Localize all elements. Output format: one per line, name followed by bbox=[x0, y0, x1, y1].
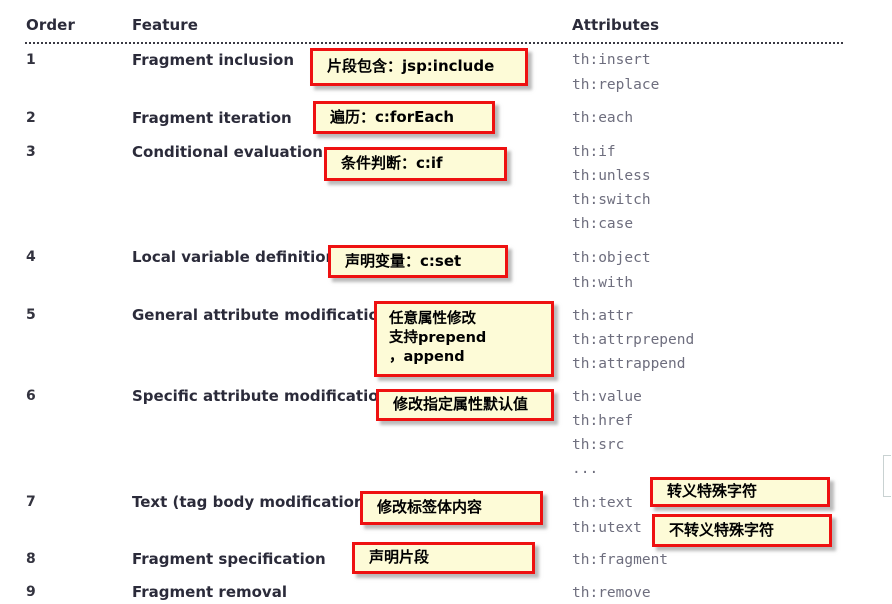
table-row-attribute: th:href bbox=[572, 413, 634, 429]
annotation-text: 不转义特殊字符 bbox=[669, 520, 775, 539]
table-row-order: 3 bbox=[26, 144, 36, 160]
annotation-text: 任意属性修改 bbox=[389, 311, 476, 327]
annotation-text: ，append bbox=[389, 349, 465, 366]
annotation-text: 修改标签体内容 bbox=[377, 498, 483, 517]
table-row-attribute: th:each bbox=[572, 110, 634, 126]
table-row-feature: Fragment specification bbox=[132, 550, 326, 568]
table-row-attribute: th:case bbox=[572, 216, 634, 232]
table-row-feature: Fragment removal bbox=[132, 583, 287, 601]
table-row-attribute: th:insert bbox=[572, 52, 651, 68]
annotation-specific-attribute: 修改指定属性默认值 bbox=[376, 389, 554, 421]
table-row-attribute: th:remove bbox=[572, 585, 651, 601]
table-row-attribute: th:object bbox=[572, 250, 651, 266]
annotation-text: 遍历：c:forEach bbox=[330, 107, 455, 126]
annotation-text: 转义特殊字符 bbox=[667, 482, 758, 501]
table-row-order: 6 bbox=[26, 388, 36, 404]
table-row-order: 7 bbox=[26, 494, 36, 510]
table-row-attribute: th:if bbox=[572, 144, 616, 160]
annotation-text: 条件判断：c:if bbox=[341, 154, 443, 173]
annotation-fragment-iteration: 遍历：c:forEach bbox=[313, 101, 495, 134]
annotation-text: 支持prepend bbox=[389, 330, 487, 347]
annotation-text: 声明片段 bbox=[369, 548, 430, 567]
table-row-attribute: th:utext bbox=[572, 520, 642, 536]
table-row-feature: Fragment iteration bbox=[132, 109, 292, 127]
annotation-fragment-inclusion: 片段包含：jsp:include bbox=[310, 48, 528, 86]
table-row-attribute: th:text bbox=[572, 495, 634, 511]
annotation-local-variable: 声明变量：c:set bbox=[328, 245, 508, 278]
header-divider bbox=[25, 41, 845, 44]
column-header-feature: Feature bbox=[132, 16, 199, 34]
table-row-attribute: th:with bbox=[572, 275, 634, 291]
table-row-attribute: ... bbox=[572, 461, 599, 477]
table-row-attribute: th:attr bbox=[572, 308, 634, 324]
table-row-attribute: th:replace bbox=[572, 77, 660, 93]
table-row-order: 8 bbox=[26, 551, 36, 567]
table-row-feature: General attribute modification bbox=[132, 306, 390, 324]
table-row-attribute: th:attrprepend bbox=[572, 332, 695, 348]
table-row-feature: Fragment inclusion bbox=[132, 51, 295, 69]
annotation-text: 修改指定属性默认值 bbox=[393, 395, 529, 414]
annotation-general-attribute: 任意属性修改 支持prepend ，append bbox=[374, 301, 554, 377]
table-row-order: 1 bbox=[26, 52, 36, 68]
annotation-text: 声明变量：c:set bbox=[345, 251, 462, 270]
annotation-unescape: 不转义特殊字符 bbox=[652, 514, 832, 547]
table-row-order: 9 bbox=[26, 584, 36, 600]
table-row-order: 2 bbox=[26, 110, 36, 126]
annotation-escape: 转义特殊字符 bbox=[650, 477, 830, 507]
table-row-attribute: th:fragment bbox=[572, 552, 669, 568]
table-row-feature: Conditional evaluation bbox=[132, 143, 323, 161]
annotation-fragment-spec: 声明片段 bbox=[352, 542, 535, 574]
column-header-order: Order bbox=[26, 16, 75, 34]
table-row-feature: Specific attribute modification bbox=[132, 387, 390, 405]
table-row-order: 5 bbox=[26, 307, 36, 323]
table-row-attribute: th:value bbox=[572, 389, 642, 405]
annotation-conditional: 条件判断：c:if bbox=[324, 147, 507, 181]
annotation-text-body: 修改标签体内容 bbox=[360, 491, 543, 525]
table-row-attribute: th:attrappend bbox=[572, 356, 686, 372]
table-row-attribute: th:unless bbox=[572, 168, 651, 184]
table-row-order: 4 bbox=[26, 249, 36, 265]
table-row-feature: Local variable definition bbox=[132, 248, 337, 266]
column-header-attributes: Attributes bbox=[572, 16, 660, 34]
table-row-attribute: th:src bbox=[572, 437, 625, 453]
table-row-attribute: th:switch bbox=[572, 192, 651, 208]
annotation-text: 片段包含：jsp:include bbox=[327, 57, 495, 76]
table-row-feature: Text (tag body modification) bbox=[132, 493, 372, 511]
scrollbar-thumb[interactable] bbox=[883, 455, 891, 497]
